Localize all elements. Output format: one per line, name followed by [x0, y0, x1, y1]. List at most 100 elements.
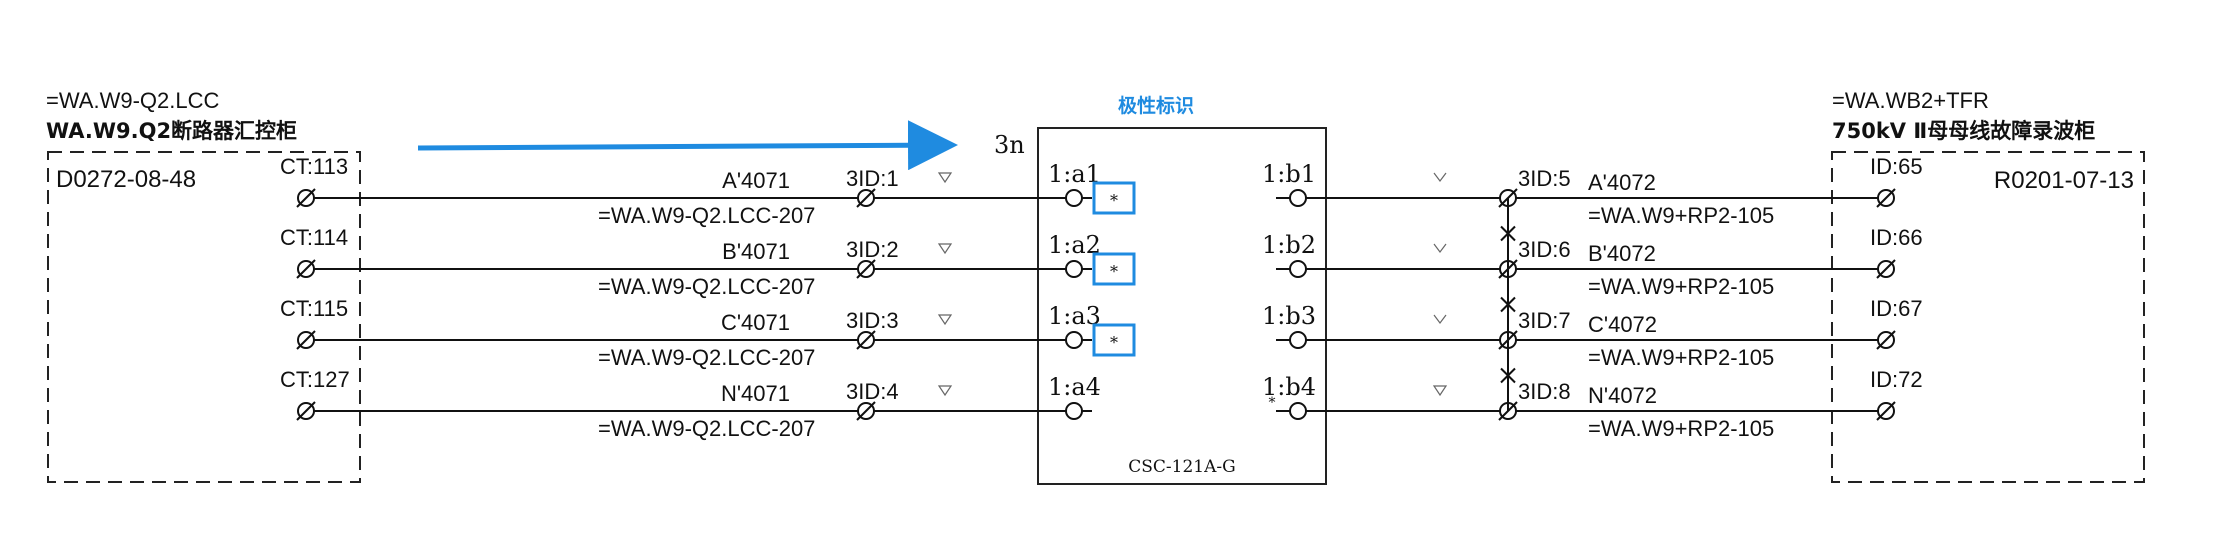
left-terminal-icon-slash: [856, 188, 876, 208]
left-panel-id: D0272-08-48: [56, 166, 196, 193]
output-pin-label: 1:b2: [1262, 231, 1316, 259]
left-cabinet-name: WA.W9.Q2断路器汇控柜: [46, 119, 297, 143]
id-terminal-icon-slash: [1876, 188, 1896, 208]
right-triangle-icon: [1432, 385, 1448, 397]
right-dest-label: =WA.W9+RP2-105: [1588, 416, 1774, 441]
id-terminal-icon-slash: [1876, 259, 1896, 279]
right-check-icon: [1433, 172, 1447, 182]
polarity-marker-box: [1092, 252, 1136, 286]
left-terminal-label: 3ID:4: [846, 379, 899, 404]
input-pin-icon: [1065, 189, 1083, 207]
input-pin-label: 1:a2: [1048, 231, 1101, 259]
right-wire-label: A'4072: [1588, 170, 1656, 195]
input-pin-icon: [1065, 331, 1083, 349]
ct-terminal-icon: [296, 330, 316, 350]
bridge-cross-b: [1500, 367, 1516, 384]
ct-terminal-label: CT:114: [280, 225, 348, 250]
left-cabinet-code: =WA.W9-Q2.LCC: [46, 88, 219, 113]
polarity-star: *: [1110, 333, 1118, 352]
device-block: CSC-121A-G 3n 极性标识: [994, 94, 1327, 485]
id-terminal-icon: [1876, 188, 1896, 208]
ct-terminal-icon: [296, 259, 316, 279]
ct-terminal-icon: [296, 188, 316, 208]
output-pin-icon: [1289, 189, 1307, 207]
id-terminal-icon: [1876, 259, 1896, 279]
left-terminal-icon-slash: [856, 401, 876, 421]
right-cabinet: =WA.WB2+TFR 750kV Ⅱ母母线故障录波柜 R0201-07-13: [1831, 88, 2145, 483]
polarity-star: *: [1110, 262, 1118, 281]
ct-terminal-icon: [296, 401, 316, 421]
right-cabinet-box: [1831, 151, 2145, 483]
output-pin-label: 1:b3: [1262, 302, 1316, 330]
flow-arrow: [417, 120, 958, 171]
id-terminal-icon: [1876, 330, 1896, 350]
polarity-label: 极性标识: [1118, 94, 1194, 117]
output-pin-icon: [1289, 402, 1307, 420]
id-terminal-label: ID:72: [1870, 367, 1923, 392]
right-cabinet-name: 750kV Ⅱ母母线故障录波柜: [1832, 119, 2095, 143]
ct-terminal-icon-slash: [296, 259, 316, 279]
polarity-star: *: [1110, 191, 1118, 210]
right-terminal-label: 3ID:7: [1518, 308, 1571, 333]
input-pin-icon: [1065, 402, 1083, 420]
right-dest-label: =WA.W9+RP2-105: [1588, 345, 1774, 370]
left-terminal-icon: [856, 330, 876, 350]
ct-terminal-icon-slash: [296, 401, 316, 421]
left-wire-label: N'4071: [721, 381, 790, 406]
left-terminal-icon: [856, 401, 876, 421]
left-wire-label: A'4071: [722, 168, 790, 193]
input-pin-label: 1:a4: [1048, 373, 1101, 401]
left-cabinet-box: [47, 151, 361, 483]
ct-terminal-label: CT:113: [280, 154, 348, 179]
left-wire-label: C'4071: [721, 310, 790, 335]
input-pin-label: 1:a1: [1048, 160, 1101, 188]
output-pin-label: 1:b4: [1262, 373, 1316, 401]
device-model: CSC-121A-G: [1128, 457, 1235, 477]
right-dest-label: =WA.W9+RP2-105: [1588, 203, 1774, 228]
left-cabinet: =WA.W9-Q2.LCC WA.W9.Q2断路器汇控柜 D0272-08-48: [46, 88, 361, 483]
right-check-icon: [1433, 243, 1447, 253]
right-terminal-label: 3ID:5: [1518, 166, 1571, 191]
left-triangle-icon: [937, 172, 953, 184]
right-terminal-label: 3ID:6: [1518, 237, 1571, 262]
right-dest-label: =WA.W9+RP2-105: [1588, 274, 1774, 299]
left-terminal-icon: [856, 259, 876, 279]
left-terminal-label: 3ID:1: [846, 166, 899, 191]
output-pin-icon: [1289, 331, 1307, 349]
right-check-icon: [1433, 314, 1447, 324]
left-triangle-icon: [937, 314, 953, 326]
polarity-marker-box: [1092, 323, 1136, 357]
neutral-label: 3n: [994, 131, 1025, 159]
device-box: [1037, 127, 1327, 485]
left-dest-label: =WA.W9-Q2.LCC-207: [598, 203, 815, 228]
left-terminal-label: 3ID:2: [846, 237, 899, 262]
left-terminal-icon-slash: [856, 259, 876, 279]
right-wire-label: B'4072: [1588, 241, 1656, 266]
left-terminal-icon: [856, 188, 876, 208]
id-terminal-label: ID:66: [1870, 225, 1923, 250]
left-terminal-label: 3ID:3: [846, 308, 899, 333]
input-pin-icon: [1065, 260, 1083, 278]
output-pin-icon: [1289, 260, 1307, 278]
id-terminal-label: ID:65: [1870, 154, 1923, 179]
id-terminal-icon: [1876, 401, 1896, 421]
terminal-bridge: [1500, 198, 1516, 411]
right-wire-label: N'4072: [1588, 383, 1657, 408]
left-wire-label: B'4071: [722, 239, 790, 264]
output-pin-label: 1:b1: [1262, 160, 1316, 188]
id-terminal-icon-slash: [1876, 330, 1896, 350]
left-dest-label: =WA.W9-Q2.LCC-207: [598, 345, 815, 370]
right-cabinet-code: =WA.WB2+TFR: [1832, 88, 1989, 113]
ct-terminal-icon-slash: [296, 188, 316, 208]
right-panel-id: R0201-07-13: [1994, 167, 2134, 194]
left-triangle-icon: [937, 385, 953, 397]
id-terminal-label: ID:67: [1870, 296, 1923, 321]
id-terminal-icon-slash: [1876, 401, 1896, 421]
right-terminal-label: 3ID:8: [1518, 379, 1571, 404]
ct-terminal-label: CT:127: [280, 367, 350, 392]
bridge-cross-b: [1500, 225, 1516, 242]
